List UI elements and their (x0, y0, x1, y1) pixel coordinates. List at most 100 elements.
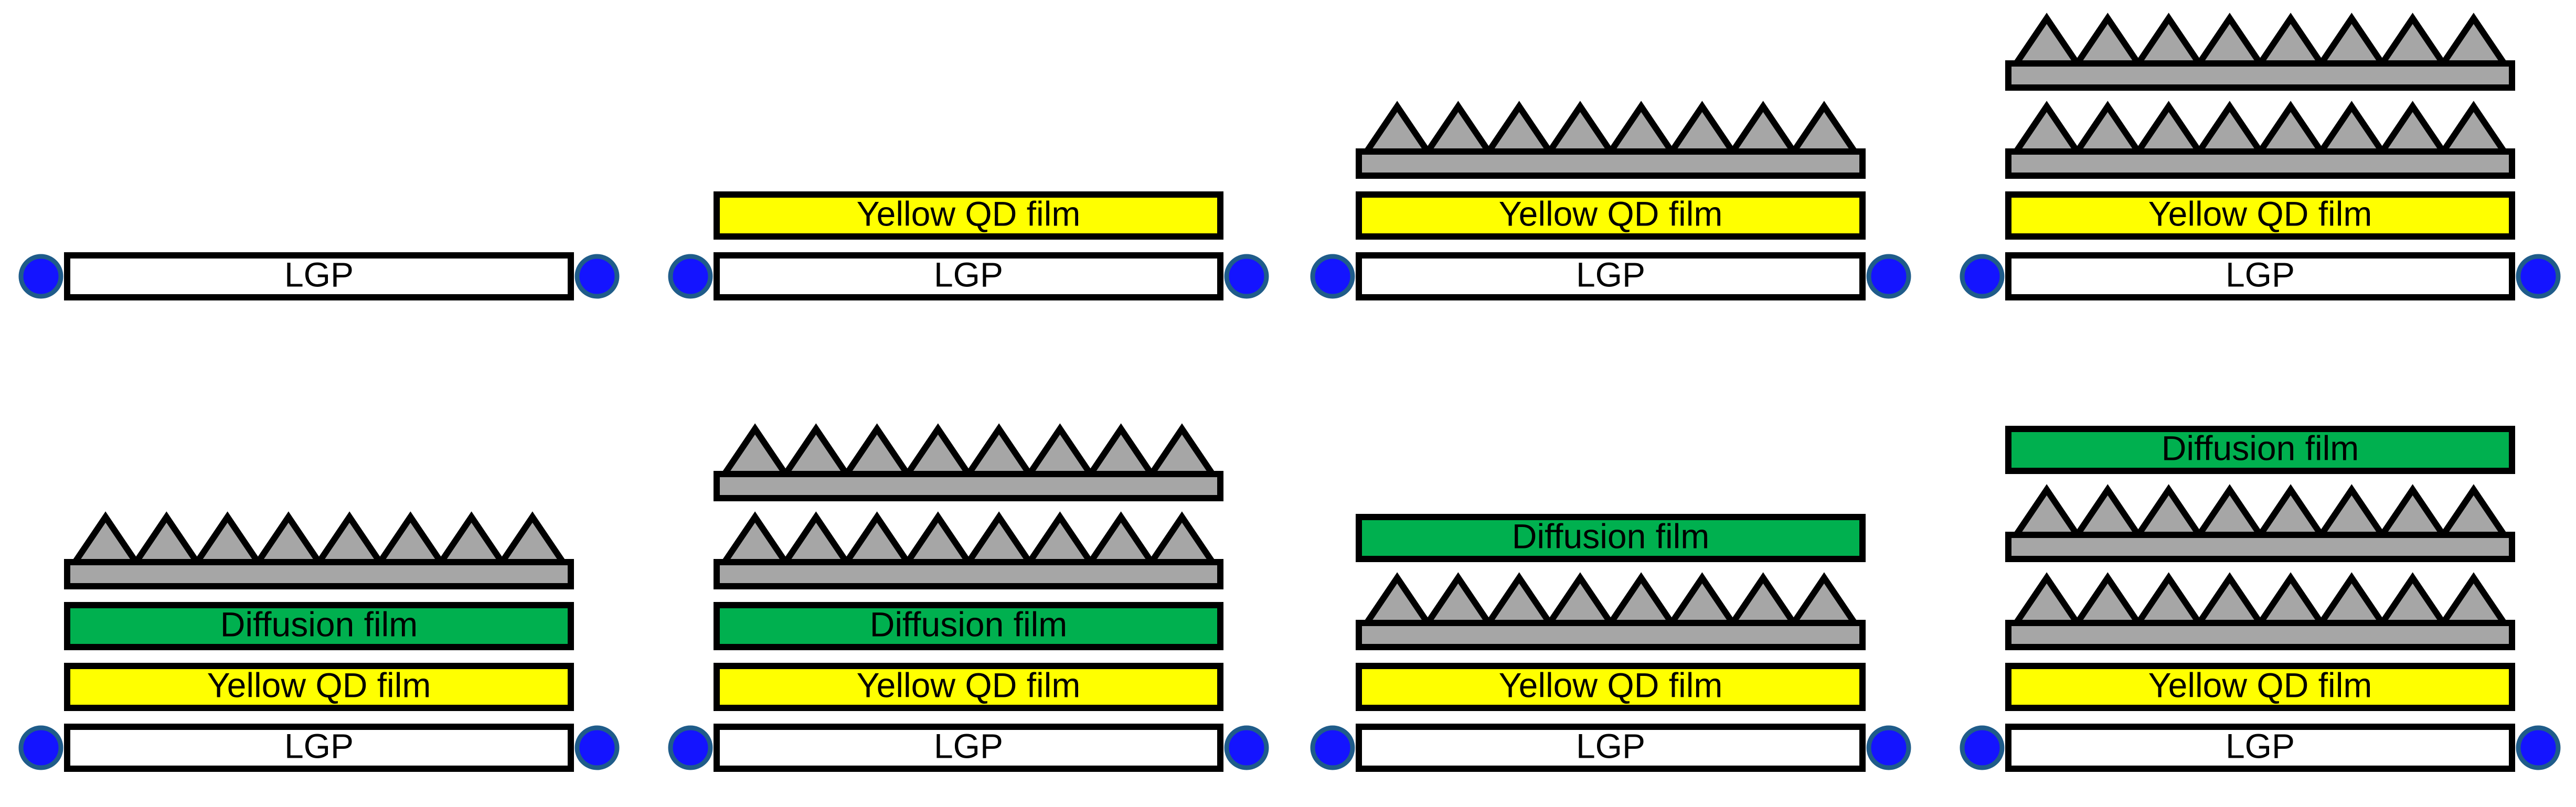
prism-tooth (2010, 572, 2083, 626)
prism-tooth (2132, 101, 2206, 155)
prism-tooth (2010, 13, 2083, 67)
prism-tooth (2376, 484, 2450, 538)
lgp-rect (64, 252, 574, 300)
prism-tooth (2132, 572, 2206, 626)
lgp-label: LGP (284, 255, 354, 294)
diffusion-film-label: Diffusion film (1512, 517, 1710, 555)
prism-base (2005, 532, 2515, 562)
diffusion-film: Diffusion film (1356, 514, 1866, 562)
prism-tooth (901, 511, 975, 565)
led-right-icon (1866, 725, 1911, 770)
config-6: LGP Yellow QD film Diffusion film (668, 423, 1269, 772)
prism-tooth (1084, 423, 1158, 477)
lgp-label: LGP (2226, 255, 2295, 294)
prism-tooth (1421, 101, 1495, 155)
prism-tooth (840, 423, 914, 477)
led-right-icon (574, 254, 620, 299)
prism-tooth (1727, 572, 1800, 626)
prism-tooth (2315, 13, 2388, 67)
prism-tooth (2437, 484, 2510, 538)
prism-sheet (1356, 101, 1866, 179)
prism-tooth (1544, 572, 1617, 626)
prism-sheet (714, 511, 1223, 589)
prism-tooth (1421, 572, 1495, 626)
prism-tooth (779, 423, 853, 477)
prism-tooth (2132, 484, 2206, 538)
lgp-rect (2005, 724, 2515, 772)
prism-tooth (2315, 101, 2388, 155)
prism-tooth (2437, 572, 2510, 626)
diffusion-film: Diffusion film (2005, 426, 2515, 474)
led-right-icon (1866, 254, 1911, 299)
prism-tooth (2193, 101, 2266, 155)
diffusion-film-label: Diffusion film (220, 605, 418, 643)
prism-base (1356, 148, 1866, 179)
yellow-qd-film: Yellow QD film (714, 663, 1223, 711)
prism-tooth (2071, 13, 2144, 67)
yellow-qd-film: Yellow QD film (1356, 663, 1866, 711)
lgp-rect (2005, 252, 2515, 300)
yellow-qd-film-label: Yellow QD film (857, 194, 1081, 233)
yellow-qd-film-label: Yellow QD film (2148, 194, 2372, 233)
yellow-qd-film-label: Yellow QD film (1499, 194, 1723, 233)
prism-tooth (2010, 101, 2083, 155)
prism-base (714, 559, 1223, 589)
prism-tooth (2071, 101, 2144, 155)
lgp-rect (714, 724, 1223, 772)
prism-base (64, 559, 574, 589)
prism-tooth (840, 511, 914, 565)
yellow-qd-film-label: Yellow QD film (857, 665, 1081, 704)
prism-tooth (2376, 101, 2450, 155)
prism-sheet (64, 511, 574, 589)
prism-tooth (1360, 101, 1434, 155)
prism-tooth (2437, 101, 2510, 155)
prism-tooth (1145, 511, 1219, 565)
yellow-qd-film-label: Yellow QD film (1499, 665, 1723, 704)
prism-base (714, 471, 1223, 501)
diffusion-film-rect (2005, 426, 2515, 474)
yellow-qd-film-rect (2005, 663, 2515, 711)
prism-tooth (2437, 13, 2510, 67)
prism-tooth (1665, 572, 1739, 626)
prism-tooth (2193, 484, 2266, 538)
prism-tooth (1084, 511, 1158, 565)
prism-tooth (374, 511, 447, 565)
prism-tooth (718, 511, 792, 565)
prism-tooth (313, 511, 386, 565)
yellow-qd-film-rect (64, 663, 574, 711)
lgp-rect (714, 252, 1223, 300)
led-left-icon (1310, 254, 1355, 299)
yellow-qd-film-rect (714, 191, 1223, 240)
led-left-icon (18, 254, 63, 299)
prism-tooth (962, 423, 1036, 477)
lgp: LGP (2005, 724, 2515, 772)
prism-tooth (779, 511, 853, 565)
led-right-icon (1224, 254, 1269, 299)
lgp-rect (1356, 724, 1866, 772)
diffusion-film: Diffusion film (714, 602, 1223, 650)
prism-sheet (2005, 101, 2515, 179)
diffusion-film-rect (1356, 514, 1866, 562)
lgp-label: LGP (934, 255, 1003, 294)
prism-base (1356, 620, 1866, 650)
prism-tooth (1544, 101, 1617, 155)
lgp-label: LGP (1576, 726, 1645, 765)
prism-tooth (496, 511, 569, 565)
yellow-qd-film-rect (1356, 191, 1866, 240)
prism-tooth (2254, 572, 2327, 626)
prism-tooth (1727, 101, 1800, 155)
prism-tooth (252, 511, 325, 565)
prism-tooth (962, 511, 1036, 565)
prism-tooth (69, 511, 142, 565)
lgp: LGP (714, 724, 1223, 772)
diffusion-film-rect (714, 602, 1223, 650)
yellow-qd-film-label: Yellow QD film (207, 665, 431, 704)
yellow-qd-film: Yellow QD film (714, 191, 1223, 240)
prism-tooth (1787, 101, 1861, 155)
yellow-qd-film-rect (2005, 191, 2515, 240)
prism-tooth (2254, 101, 2327, 155)
config-4: LGP Yellow QD film (1960, 13, 2561, 300)
